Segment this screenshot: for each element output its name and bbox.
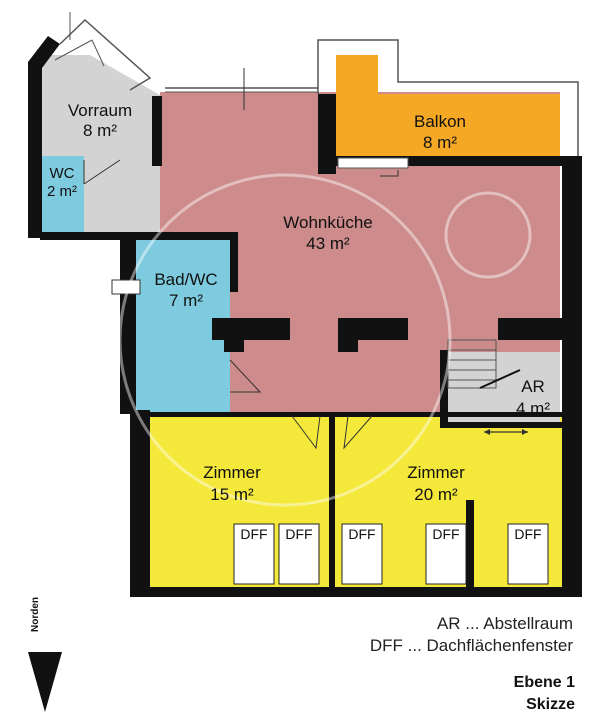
bad-label: Bad/WC (154, 270, 217, 289)
dff-label-2: DFF (285, 526, 312, 542)
walls (28, 36, 582, 597)
wc-area: 2 m² (47, 183, 77, 200)
zimmer-door-right (343, 415, 373, 450)
level-title: Ebene 1 (513, 674, 575, 691)
balcony-door (337, 157, 409, 169)
dff-window-4 (425, 523, 467, 585)
sketch-title: Skizze (526, 696, 575, 713)
wohnkueche-label: Wohnküche (283, 213, 372, 232)
dff-window-3 (341, 523, 383, 585)
ar-label: AR (521, 377, 545, 396)
watermark-logo (118, 173, 532, 507)
zimmer-20-area: 20 m² (414, 485, 458, 504)
dff-label-1: DFF (240, 526, 267, 542)
balcony-railing (317, 39, 579, 156)
stairs (447, 339, 521, 389)
vorraum-area: 8 m² (83, 121, 117, 140)
zimmer-20-label: Zimmer (407, 463, 465, 482)
north-label: Norden (30, 597, 41, 632)
dff-label-3: DFF (348, 526, 375, 542)
balkon-room (336, 55, 560, 156)
north-arrow-icon (28, 652, 62, 712)
dff-window-1 (233, 523, 275, 585)
bad-area: 7 m² (169, 291, 203, 310)
dff-label-5: DFF (514, 526, 541, 542)
entry-door (59, 18, 152, 91)
legend-ar: AR ... Abstellraum (436, 614, 573, 633)
dff-window-2 (278, 523, 320, 585)
wc-room (42, 156, 84, 232)
dff-windows (233, 523, 549, 585)
zimmer-15-area: 15 m² (210, 485, 254, 504)
vorraum-label: Vorraum (68, 101, 132, 120)
ar-room (446, 352, 560, 422)
ar-area: 4 m² (516, 399, 550, 418)
wohnkueche-area: 43 m² (306, 234, 350, 253)
dff-label-4: DFF (432, 526, 459, 542)
balkon-area: 8 m² (423, 133, 457, 152)
bad-door (229, 359, 262, 393)
balkon-label: Balkon (414, 112, 466, 131)
zimmer-door-left (291, 415, 321, 450)
zimmer-15-label: Zimmer (203, 463, 261, 482)
dff-window-5 (507, 523, 549, 585)
legend-dff: DFF ... Dachflächenfenster (369, 636, 573, 655)
wc-label: WC (50, 165, 75, 182)
wc-door (83, 159, 121, 185)
